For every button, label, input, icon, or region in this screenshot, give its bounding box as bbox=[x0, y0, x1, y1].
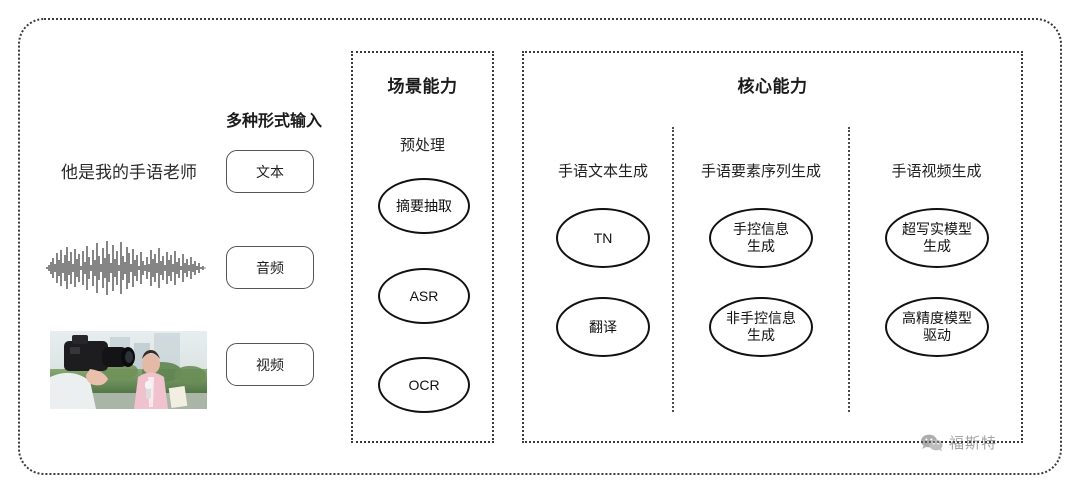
scene-capability-panel: 场景能力 预处理 摘要抽取 ASR OCR bbox=[351, 51, 494, 443]
node-hyperrealistic-model-generation-label: 超写实模型 生成 bbox=[902, 221, 972, 254]
core-capability-panel: 核心能力 手语文本生成 TN 翻译 手语要素序列生成 手控信息 生成 非手控信息… bbox=[522, 51, 1023, 443]
core-column-sign-text-generation: 手语文本生成 TN 翻译 bbox=[534, 53, 672, 441]
sample-input-text: 他是我的手语老师 bbox=[61, 163, 197, 182]
outer-frame bbox=[18, 18, 1062, 475]
node-non-manual-info-generation[interactable]: 非手控信息 生成 bbox=[709, 297, 813, 357]
input-button-text-label: 文本 bbox=[256, 163, 284, 180]
core-column-sign-video-generation: 手语视频生成 超写实模型 生成 高精度模型 驱动 bbox=[850, 53, 1023, 441]
scene-panel-subtitle: 预处理 bbox=[399, 137, 445, 154]
node-asr[interactable]: ASR bbox=[378, 268, 470, 324]
core-column-1-title: 手语文本生成 bbox=[557, 163, 648, 180]
input-section-heading: 多种形式输入 bbox=[225, 113, 322, 130]
node-tn-label: TN bbox=[593, 229, 613, 246]
input-button-video[interactable]: 视频 bbox=[226, 343, 314, 386]
node-translation[interactable]: 翻译 bbox=[556, 297, 650, 357]
core-column-divider-2 bbox=[848, 127, 850, 412]
audio-waveform-icon bbox=[46, 238, 206, 298]
core-column-3-title: 手语视频生成 bbox=[891, 163, 982, 180]
node-high-precision-model-driving[interactable]: 高精度模型 驱动 bbox=[885, 297, 989, 357]
core-panel-title: 核心能力 bbox=[737, 77, 808, 96]
video-thumbnail-image bbox=[50, 331, 207, 409]
node-manual-info-generation[interactable]: 手控信息 生成 bbox=[709, 208, 813, 268]
input-button-audio-label: 音频 bbox=[256, 259, 284, 276]
input-button-audio[interactable]: 音频 bbox=[226, 246, 314, 289]
node-summary-extraction[interactable]: 摘要抽取 bbox=[378, 178, 470, 234]
core-column-2-title: 手语要素序列生成 bbox=[700, 163, 821, 180]
input-button-video-label: 视频 bbox=[256, 356, 284, 373]
scene-panel-title: 场景能力 bbox=[387, 77, 458, 96]
watermark-text: 福斯特 bbox=[949, 435, 998, 452]
wechat-icon bbox=[920, 433, 944, 453]
input-button-text[interactable]: 文本 bbox=[226, 150, 314, 193]
node-high-precision-model-driving-label: 高精度模型 驱动 bbox=[902, 310, 972, 343]
node-translation-label: 翻译 bbox=[589, 318, 617, 335]
node-hyperrealistic-model-generation[interactable]: 超写实模型 生成 bbox=[885, 208, 989, 268]
core-column-divider-1 bbox=[672, 127, 674, 412]
node-manual-info-generation-label: 手控信息 生成 bbox=[733, 221, 789, 254]
core-column-sign-element-sequence-generation: 手语要素序列生成 手控信息 生成 非手控信息 生成 bbox=[674, 53, 848, 441]
node-tn[interactable]: TN bbox=[556, 208, 650, 268]
watermark: 福斯特 bbox=[920, 432, 997, 453]
node-summary-extraction-label: 摘要抽取 bbox=[396, 197, 452, 214]
node-ocr-label: OCR bbox=[408, 376, 440, 393]
node-non-manual-info-generation-label: 非手控信息 生成 bbox=[726, 310, 796, 343]
node-asr-label: ASR bbox=[409, 287, 439, 304]
node-ocr[interactable]: OCR bbox=[378, 357, 470, 413]
